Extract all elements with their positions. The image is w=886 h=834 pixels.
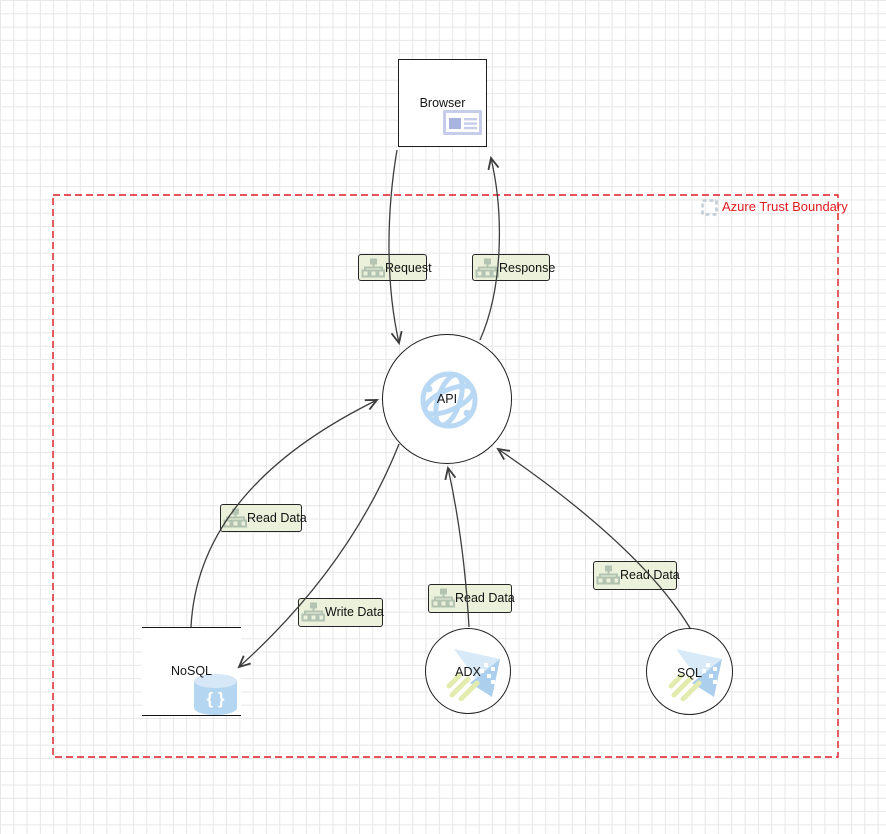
node-browser[interactable]: Browser	[398, 59, 487, 147]
node-browser-label: Browser	[419, 96, 466, 110]
flow-icon	[301, 602, 325, 622]
flow-label-text: Read Data	[455, 591, 515, 605]
flow-label-write-nosql[interactable]: Write Data	[298, 598, 384, 627]
flow-icon	[475, 258, 499, 278]
flow-label-request[interactable]: Request	[358, 254, 432, 281]
nosql-braces-glyph: { }	[207, 689, 225, 708]
node-api-label: API	[436, 392, 458, 406]
flow-read-sql[interactable]	[498, 449, 691, 629]
node-adx-label: ADX	[455, 665, 481, 679]
node-sql[interactable]: SQL	[646, 628, 733, 715]
flow-label-text: Response	[499, 261, 556, 275]
node-adx[interactable]: ADX	[425, 628, 511, 714]
flow-label-read-nosql[interactable]: Read Data	[220, 504, 307, 532]
flow-request[interactable]	[388, 149, 399, 343]
flow-label-read-sql[interactable]: Read Data	[593, 561, 680, 590]
flow-response[interactable]	[479, 158, 501, 341]
flow-icon	[223, 508, 247, 528]
browser-icon	[443, 110, 482, 135]
flow-icon	[596, 565, 620, 585]
node-api[interactable]: API	[382, 334, 512, 464]
node-sql-label: SQL	[676, 666, 702, 680]
node-nosql[interactable]: { } NoSQL	[142, 627, 241, 716]
flow-label-text: Read Data	[620, 568, 680, 582]
flow-label-text: Request	[385, 261, 432, 275]
trust-boundary-icon	[701, 199, 718, 216]
flow-label-text: Write Data	[325, 605, 384, 619]
node-nosql-label: NoSQL	[171, 664, 212, 678]
flow-write-nosql[interactable]	[239, 443, 400, 667]
trust-boundary-label: Azure Trust Boundary	[722, 199, 848, 214]
flow-label-text: Read Data	[247, 511, 307, 525]
flow-icon	[431, 588, 455, 608]
flow-icon	[361, 258, 385, 278]
nosql-cosmos-icon: { }	[194, 674, 237, 715]
flow-label-response[interactable]: Response	[472, 254, 555, 281]
flow-label-read-adx[interactable]: Read Data	[428, 584, 515, 613]
